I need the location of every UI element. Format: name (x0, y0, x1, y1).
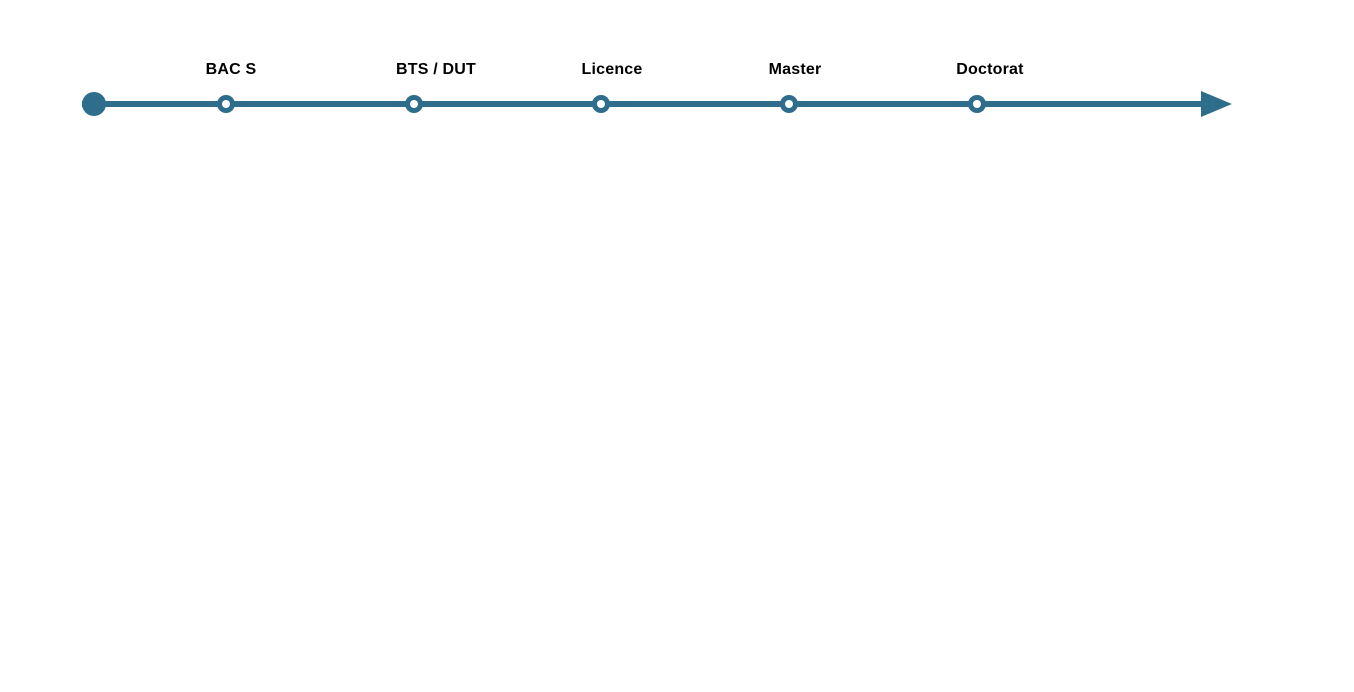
node-core-icon-bac-s (222, 100, 230, 108)
node-label-licence: Licence (581, 61, 643, 78)
node-core-icon-master (785, 100, 793, 108)
node-core-icon-doctorat (973, 100, 981, 108)
node-core-icon-licence (597, 100, 605, 108)
node-label-bts-dut: BTS / DUT (395, 61, 477, 78)
origin-dot-icon (82, 92, 106, 116)
node-core-icon-bts-dut (410, 100, 418, 108)
node-label-bac-s: BAC S (205, 61, 257, 78)
node-label-doctorat: Doctorat (956, 61, 1024, 78)
arrow-head-icon (1201, 91, 1232, 117)
node-label-master: Master (768, 61, 822, 78)
